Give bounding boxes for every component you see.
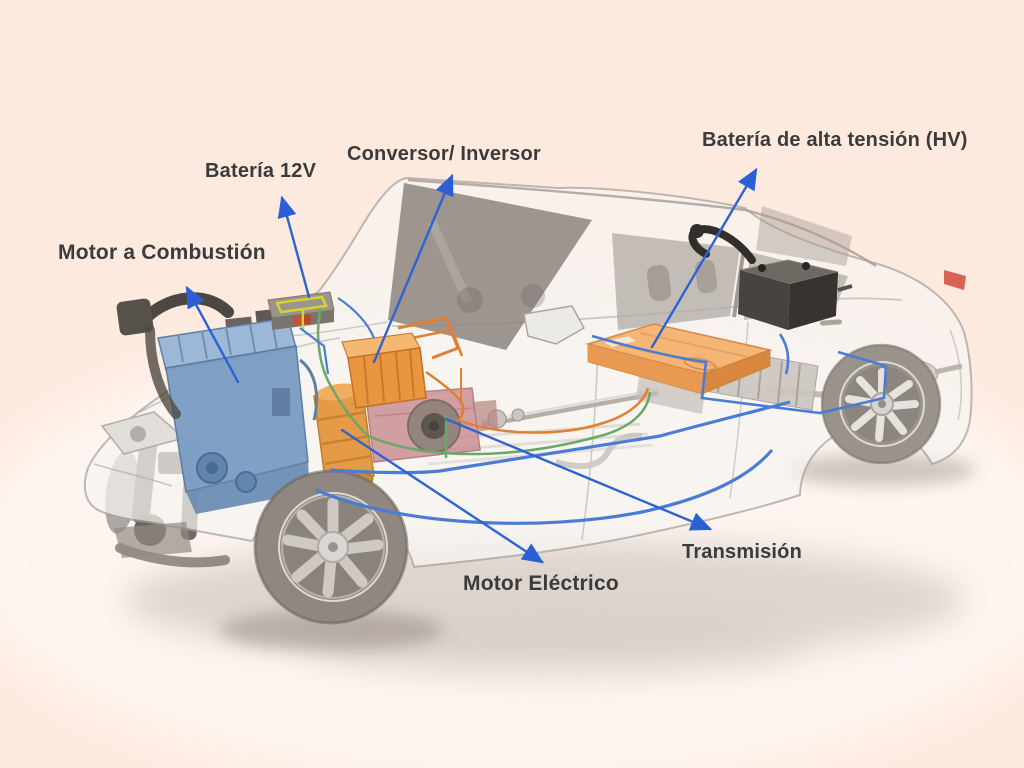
- wiring-harness: [299, 297, 888, 525]
- arrow-motor-electrico: [340, 428, 545, 564]
- blue-cable-front-1: [299, 327, 330, 375]
- blue-cable-mid: [329, 400, 791, 475]
- hv-battery: [585, 323, 773, 395]
- label-conversor-inversor: Conversor/ Inversor: [347, 143, 541, 165]
- tail-light: [944, 270, 966, 290]
- front-wheel: [253, 469, 409, 625]
- arrow-conversor-inversor: [372, 173, 454, 364]
- label-motor-combustion: Motor a Combustión: [58, 241, 266, 264]
- front-side-window: [612, 233, 740, 330]
- orange-wire: [425, 370, 650, 434]
- side-mirror: [523, 305, 586, 345]
- windshield: [388, 183, 592, 350]
- green-wire: [316, 307, 652, 456]
- label-arrows: [185, 167, 758, 564]
- rear-battery: [688, 224, 853, 330]
- rear-wheel: [820, 343, 942, 465]
- blue-cable-front-2: [337, 297, 376, 339]
- blue-cable-rear-battery: [778, 333, 790, 375]
- label-bateria-12v: Batería 12V: [205, 160, 317, 182]
- driveshaft: [481, 388, 659, 428]
- door-handle-rear: [820, 319, 843, 326]
- blue-cable-sill: [315, 448, 774, 525]
- label-bateria-alta-tension: Batería de alta tensión (HV): [702, 129, 968, 151]
- arrow-bateria-alta-tension: [650, 167, 758, 349]
- arrow-bateria-12v: [277, 195, 311, 299]
- combustion-engine: [116, 292, 319, 514]
- blue-cable-loop: [591, 334, 888, 415]
- arrow-transmision: [444, 417, 713, 531]
- label-motor-electrico: Motor Eléctrico: [463, 572, 619, 595]
- lower-grille: [114, 522, 192, 558]
- label-transmision: Transmisión: [682, 541, 803, 563]
- arrow-motor-combustion: [185, 285, 240, 384]
